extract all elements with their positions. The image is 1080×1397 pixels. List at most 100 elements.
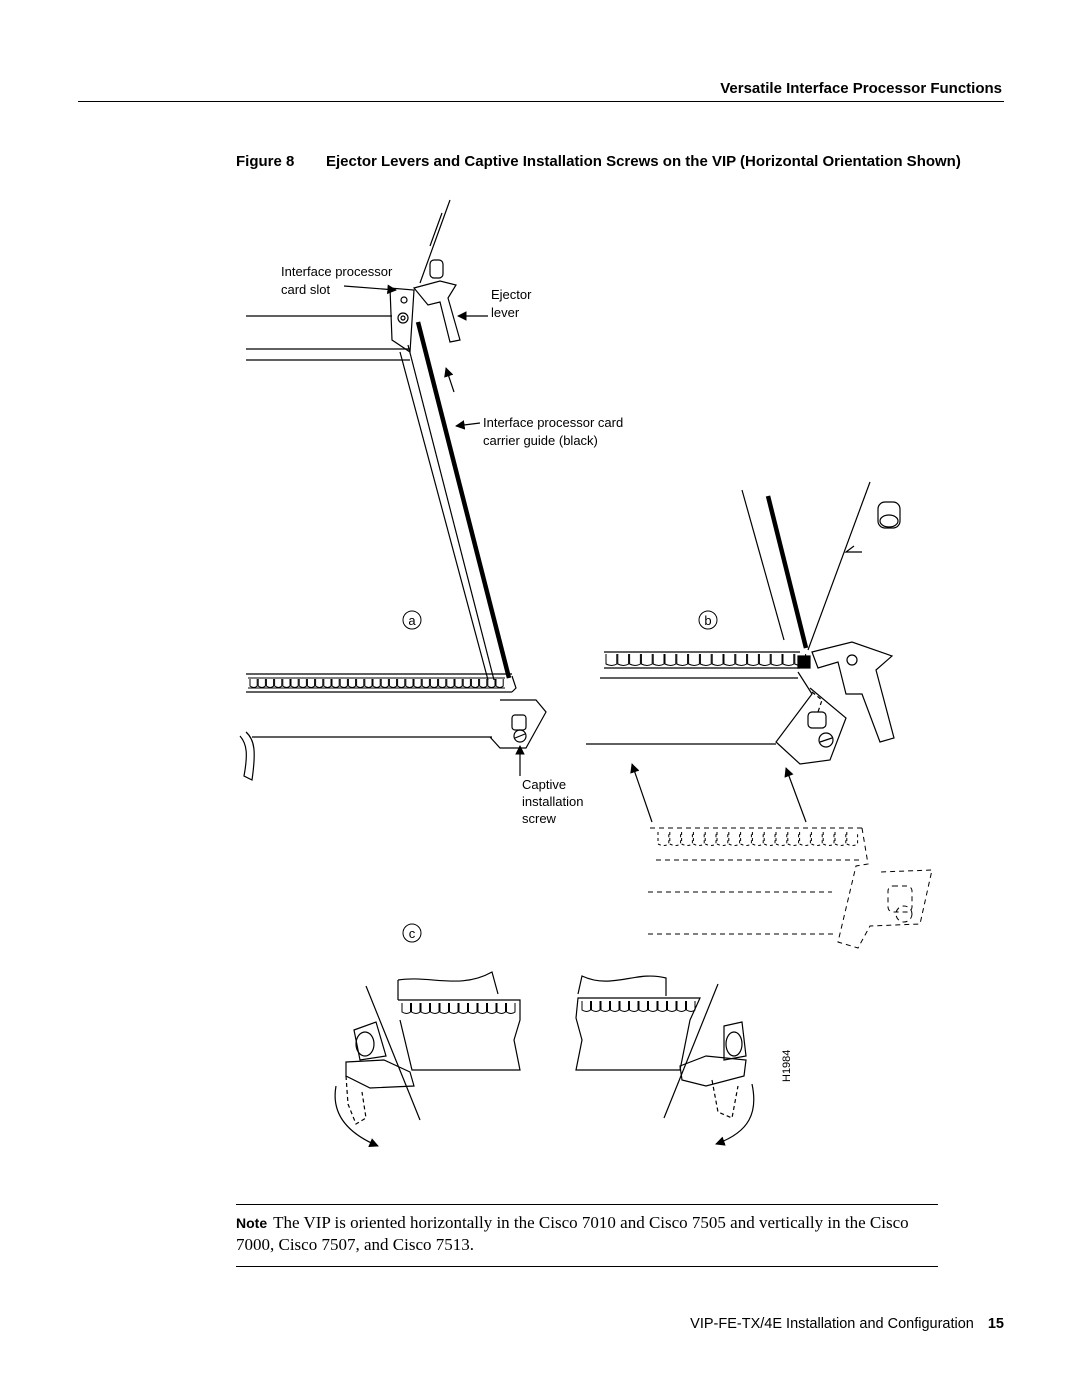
ridge-mark: [495, 679, 504, 688]
ridge-mark: [462, 679, 471, 688]
ridge-mark: [770, 654, 783, 666]
panel-c-marker: [402, 923, 422, 943]
footer: VIP-FE-TX/4E Installation and Configurat…: [500, 1316, 1004, 1332]
ridge-mark: [699, 654, 712, 666]
panel-a-drawing: [239, 199, 547, 781]
ridge-mark: [506, 1003, 516, 1014]
ridge-mark: [468, 1003, 478, 1014]
ridge-mark: [591, 1001, 601, 1012]
ridge-mark: [306, 679, 316, 688]
ridge-mark: [657, 832, 670, 846]
ridge-mark: [846, 832, 859, 846]
ridge-mark: [446, 679, 455, 688]
ridge-mark: [257, 679, 266, 688]
panel-b-arrows: [630, 763, 807, 823]
ridge-mark: [648, 1001, 658, 1012]
ridge-mark: [822, 832, 835, 846]
ridge-mark: [372, 679, 381, 688]
ridge-mark: [704, 832, 717, 846]
ridge-mark: [449, 1003, 459, 1014]
note-top-rule: [236, 1204, 938, 1205]
ridge-mark: [735, 654, 748, 666]
figure-number: Figure 8: [236, 153, 295, 170]
label-ejector-line1: Ejector: [491, 287, 532, 302]
figure-caption-text: Ejector Levers and Captive Installation …: [326, 153, 961, 170]
ridge-mark: [265, 679, 275, 688]
ridge-mark: [356, 679, 365, 688]
label-guide-line1: Interface processor card: [483, 415, 623, 430]
ridge-mark: [411, 1003, 421, 1014]
ridge-mark: [711, 654, 724, 666]
ridge-mark: [397, 679, 406, 688]
ridge-mark: [758, 654, 771, 666]
panel-a-marker: [402, 610, 422, 630]
page-number: 15: [987, 1316, 1004, 1332]
ridge-mark: [681, 832, 693, 846]
footer-title: VIP-FE-TX/4E Installation and Configurat…: [690, 1316, 974, 1332]
ridge-mark: [290, 679, 299, 688]
label-screw-line2: installation: [522, 794, 583, 809]
panel-a-ridges: [248, 677, 505, 689]
ridge-mark: [439, 1003, 449, 1014]
ridge-mark: [479, 679, 488, 688]
ridge-mark: [629, 654, 641, 666]
panel-c-ridges: [401, 1001, 696, 1014]
ridge-mark: [669, 832, 682, 846]
panel-b-dashed-ridges: [657, 832, 859, 846]
ridge-mark: [688, 654, 700, 666]
panel-c-letter: c: [409, 926, 416, 941]
ridge-mark: [605, 654, 618, 666]
ridge-mark: [686, 1001, 696, 1012]
ridge-mark: [676, 654, 689, 666]
ridge-mark: [323, 679, 332, 688]
ridge-mark: [430, 1003, 440, 1014]
art-id-label: H1984: [781, 1050, 793, 1082]
ridge-mark: [692, 832, 705, 846]
ridge-mark: [723, 654, 736, 666]
panel-b-marker: [698, 610, 718, 630]
ridge-mark: [610, 1001, 620, 1012]
ridge-mark: [664, 654, 677, 666]
ridge-mark: [794, 654, 807, 666]
ridge-mark: [787, 832, 800, 846]
ridge-mark: [458, 1003, 468, 1014]
ridge-mark: [629, 1001, 639, 1012]
label-guide-line2: carrier guide (black): [483, 433, 598, 448]
ridge-mark: [775, 832, 788, 846]
ridge-mark: [728, 832, 741, 846]
ridge-mark: [298, 679, 307, 688]
ridge-mark: [638, 1001, 648, 1012]
panel-a-arrows: [343, 284, 525, 776]
ridge-mark: [657, 1001, 667, 1012]
ridge-mark: [380, 679, 389, 688]
ridge-mark: [454, 679, 463, 688]
ridge-mark: [429, 679, 439, 688]
ridge-mark: [470, 679, 480, 688]
header-rule: [78, 101, 1004, 102]
label-card-slot-line2: card slot: [281, 282, 331, 297]
ridge-mark: [388, 679, 398, 688]
ridge-mark: [364, 679, 373, 688]
ridge-mark: [438, 679, 447, 688]
ridge-mark: [331, 679, 340, 688]
ridge-mark: [747, 654, 759, 666]
ridge-mark: [652, 654, 665, 666]
ridge-mark: [249, 679, 258, 688]
ridge-mark: [581, 1001, 591, 1012]
label-ejector-line2: lever: [491, 305, 520, 320]
label-card-slot-line1: Interface processor: [281, 264, 393, 279]
ridge-mark: [339, 679, 348, 688]
note-label: Note: [236, 1215, 268, 1231]
panel-a-letter: a: [408, 613, 416, 628]
ridge-mark: [420, 1003, 430, 1014]
ridge-mark: [667, 1001, 677, 1012]
ridge-mark: [751, 832, 764, 846]
figure-caption: Figure 8 Ejector Levers and Captive Insta…: [236, 153, 961, 170]
ridge-mark: [421, 679, 430, 688]
panel-b-ridges: [605, 654, 807, 666]
ridge-mark: [740, 832, 752, 846]
ridge-mark: [274, 679, 283, 688]
panel-c-left: [334, 971, 521, 1148]
ridge-mark: [617, 654, 630, 666]
ridge-mark: [782, 654, 795, 666]
